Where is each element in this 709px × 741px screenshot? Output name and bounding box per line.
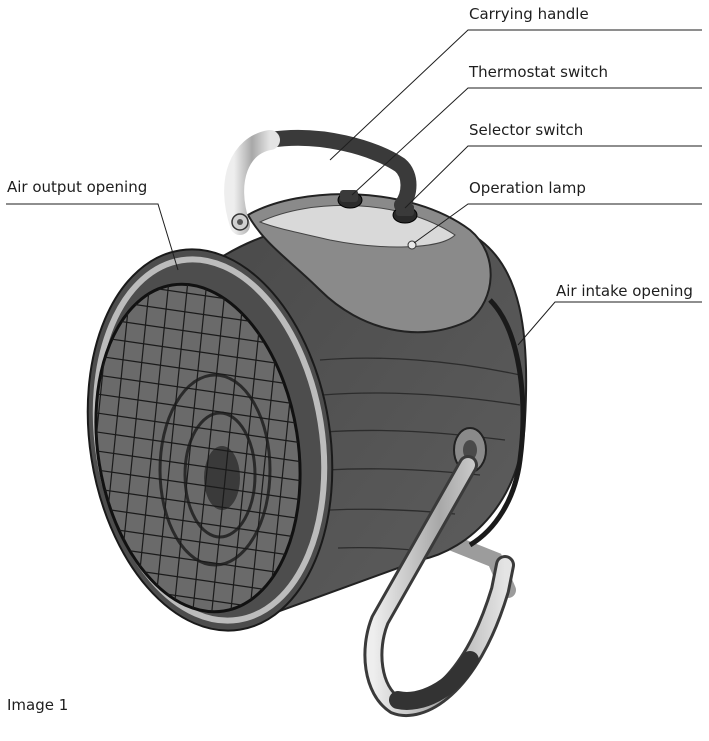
grill-wire xyxy=(89,468,311,502)
grill-wire xyxy=(209,269,247,627)
leader-air-intake-opening xyxy=(517,301,702,346)
label-air-output-opening: Air output opening xyxy=(7,178,148,196)
air-output-grill xyxy=(76,248,334,632)
grill-wire xyxy=(89,487,311,521)
grill-wire xyxy=(89,373,311,407)
grill-wire xyxy=(171,269,209,627)
grill-wire xyxy=(89,506,311,540)
label-selector-switch: Selector switch xyxy=(469,121,584,139)
grill-wire xyxy=(89,335,311,369)
thermostat-switch-knob xyxy=(337,190,363,209)
grill-wire xyxy=(89,354,311,388)
grill-wire xyxy=(89,392,311,426)
label-operation-lamp: Operation lamp xyxy=(469,179,586,197)
label-thermostat-switch: Thermostat switch xyxy=(469,63,609,81)
leader-carrying-handle xyxy=(329,29,702,161)
leader-operation-lamp xyxy=(413,203,702,244)
grill-wire xyxy=(89,449,311,483)
grill-wire xyxy=(89,430,311,464)
image-caption: Image 1 xyxy=(7,696,69,714)
leader-thermostat-switch xyxy=(351,87,702,196)
grill-wire xyxy=(89,411,311,445)
leader-air-output-opening xyxy=(6,203,179,271)
label-carrying-handle: Carrying handle xyxy=(469,5,589,23)
leader-selector-switch xyxy=(404,145,702,209)
grill-wire xyxy=(89,525,311,559)
label-air-intake-opening: Air intake opening xyxy=(556,282,693,300)
grill-wire xyxy=(190,269,228,627)
carrying-handle xyxy=(224,129,417,235)
